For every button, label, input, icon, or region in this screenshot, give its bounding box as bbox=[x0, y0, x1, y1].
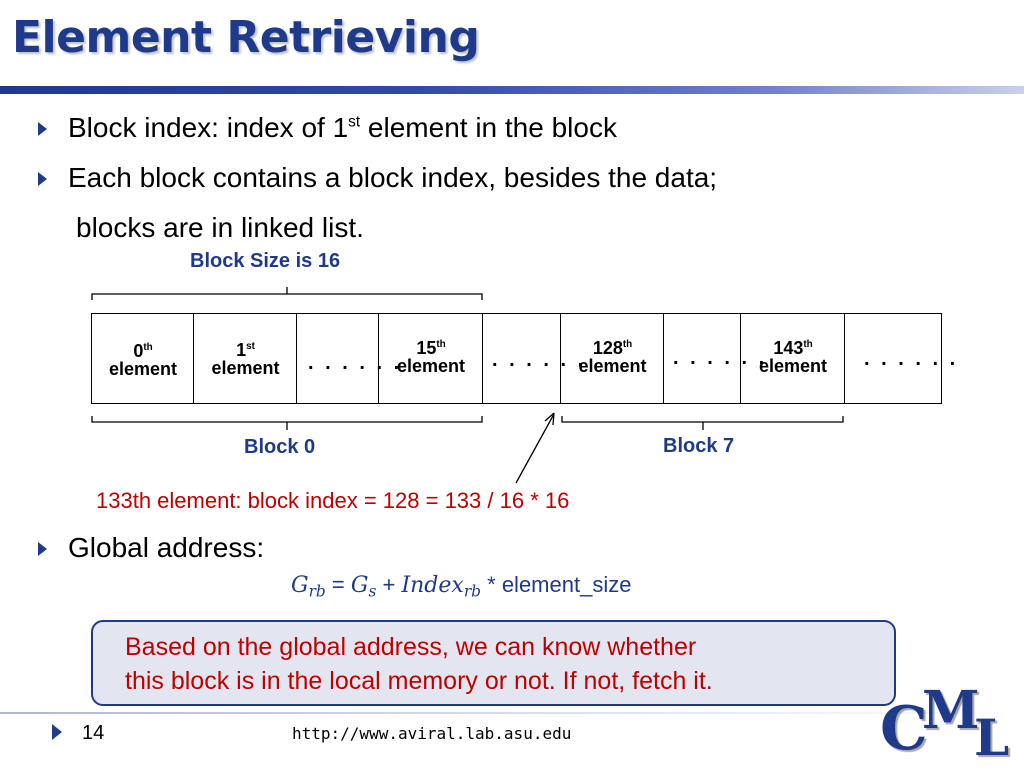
block-index-annotation: 133th element: block index = 128 = 133 /… bbox=[96, 488, 570, 513]
note-text: Based on the global address, we can know… bbox=[125, 633, 713, 695]
footer-divider bbox=[0, 712, 1024, 714]
title-underline bbox=[0, 86, 1024, 94]
logo-l: L bbox=[974, 708, 1010, 767]
bullet-arrow-icon bbox=[38, 542, 47, 556]
block-size-label: Block Size is 16 bbox=[190, 250, 341, 272]
bullet-block-index: Block index: index of 1st element in the… bbox=[68, 112, 617, 143]
bullet-linked-list: blocks are in linked list. bbox=[76, 212, 364, 243]
block-0-label: Block 0 bbox=[244, 436, 316, 458]
bullet-block-contents: Each block contains a block index, besid… bbox=[68, 162, 718, 193]
footer-arrow-icon bbox=[52, 724, 62, 740]
cell-dots-c bbox=[663, 313, 742, 404]
cell-element-143 bbox=[740, 313, 846, 404]
logo-m: M bbox=[922, 680, 980, 741]
note-callout: Based on the global address, we can know… bbox=[91, 620, 896, 706]
bullet-arrow-icon bbox=[38, 172, 47, 186]
page-number: 14 bbox=[82, 722, 105, 744]
ellipsis-dots: . . . . . . bbox=[492, 349, 587, 371]
logo-c: C bbox=[880, 694, 928, 764]
slide-title: Element Retrieving bbox=[12, 12, 480, 63]
ellipsis-dots: . . . . . . bbox=[308, 352, 403, 374]
bullet-arrow-icon bbox=[38, 122, 47, 136]
bullet-global-address: Global address: bbox=[68, 532, 265, 563]
cell-dots-b bbox=[482, 313, 562, 404]
cell-element-15 bbox=[378, 313, 484, 404]
cell-dots-d bbox=[844, 313, 942, 404]
global-address-formula: Grb = Gs + Indexrb * element_size bbox=[291, 572, 632, 601]
ellipsis-dots: . . . . . . bbox=[864, 348, 959, 370]
ellipsis-dots: . . . . . . bbox=[673, 347, 768, 369]
cell-dots-a bbox=[296, 313, 380, 404]
block-7-label: Block 7 bbox=[663, 435, 735, 457]
footer-url[interactable]: http://www.aviral.lab.asu.edu bbox=[292, 724, 572, 743]
